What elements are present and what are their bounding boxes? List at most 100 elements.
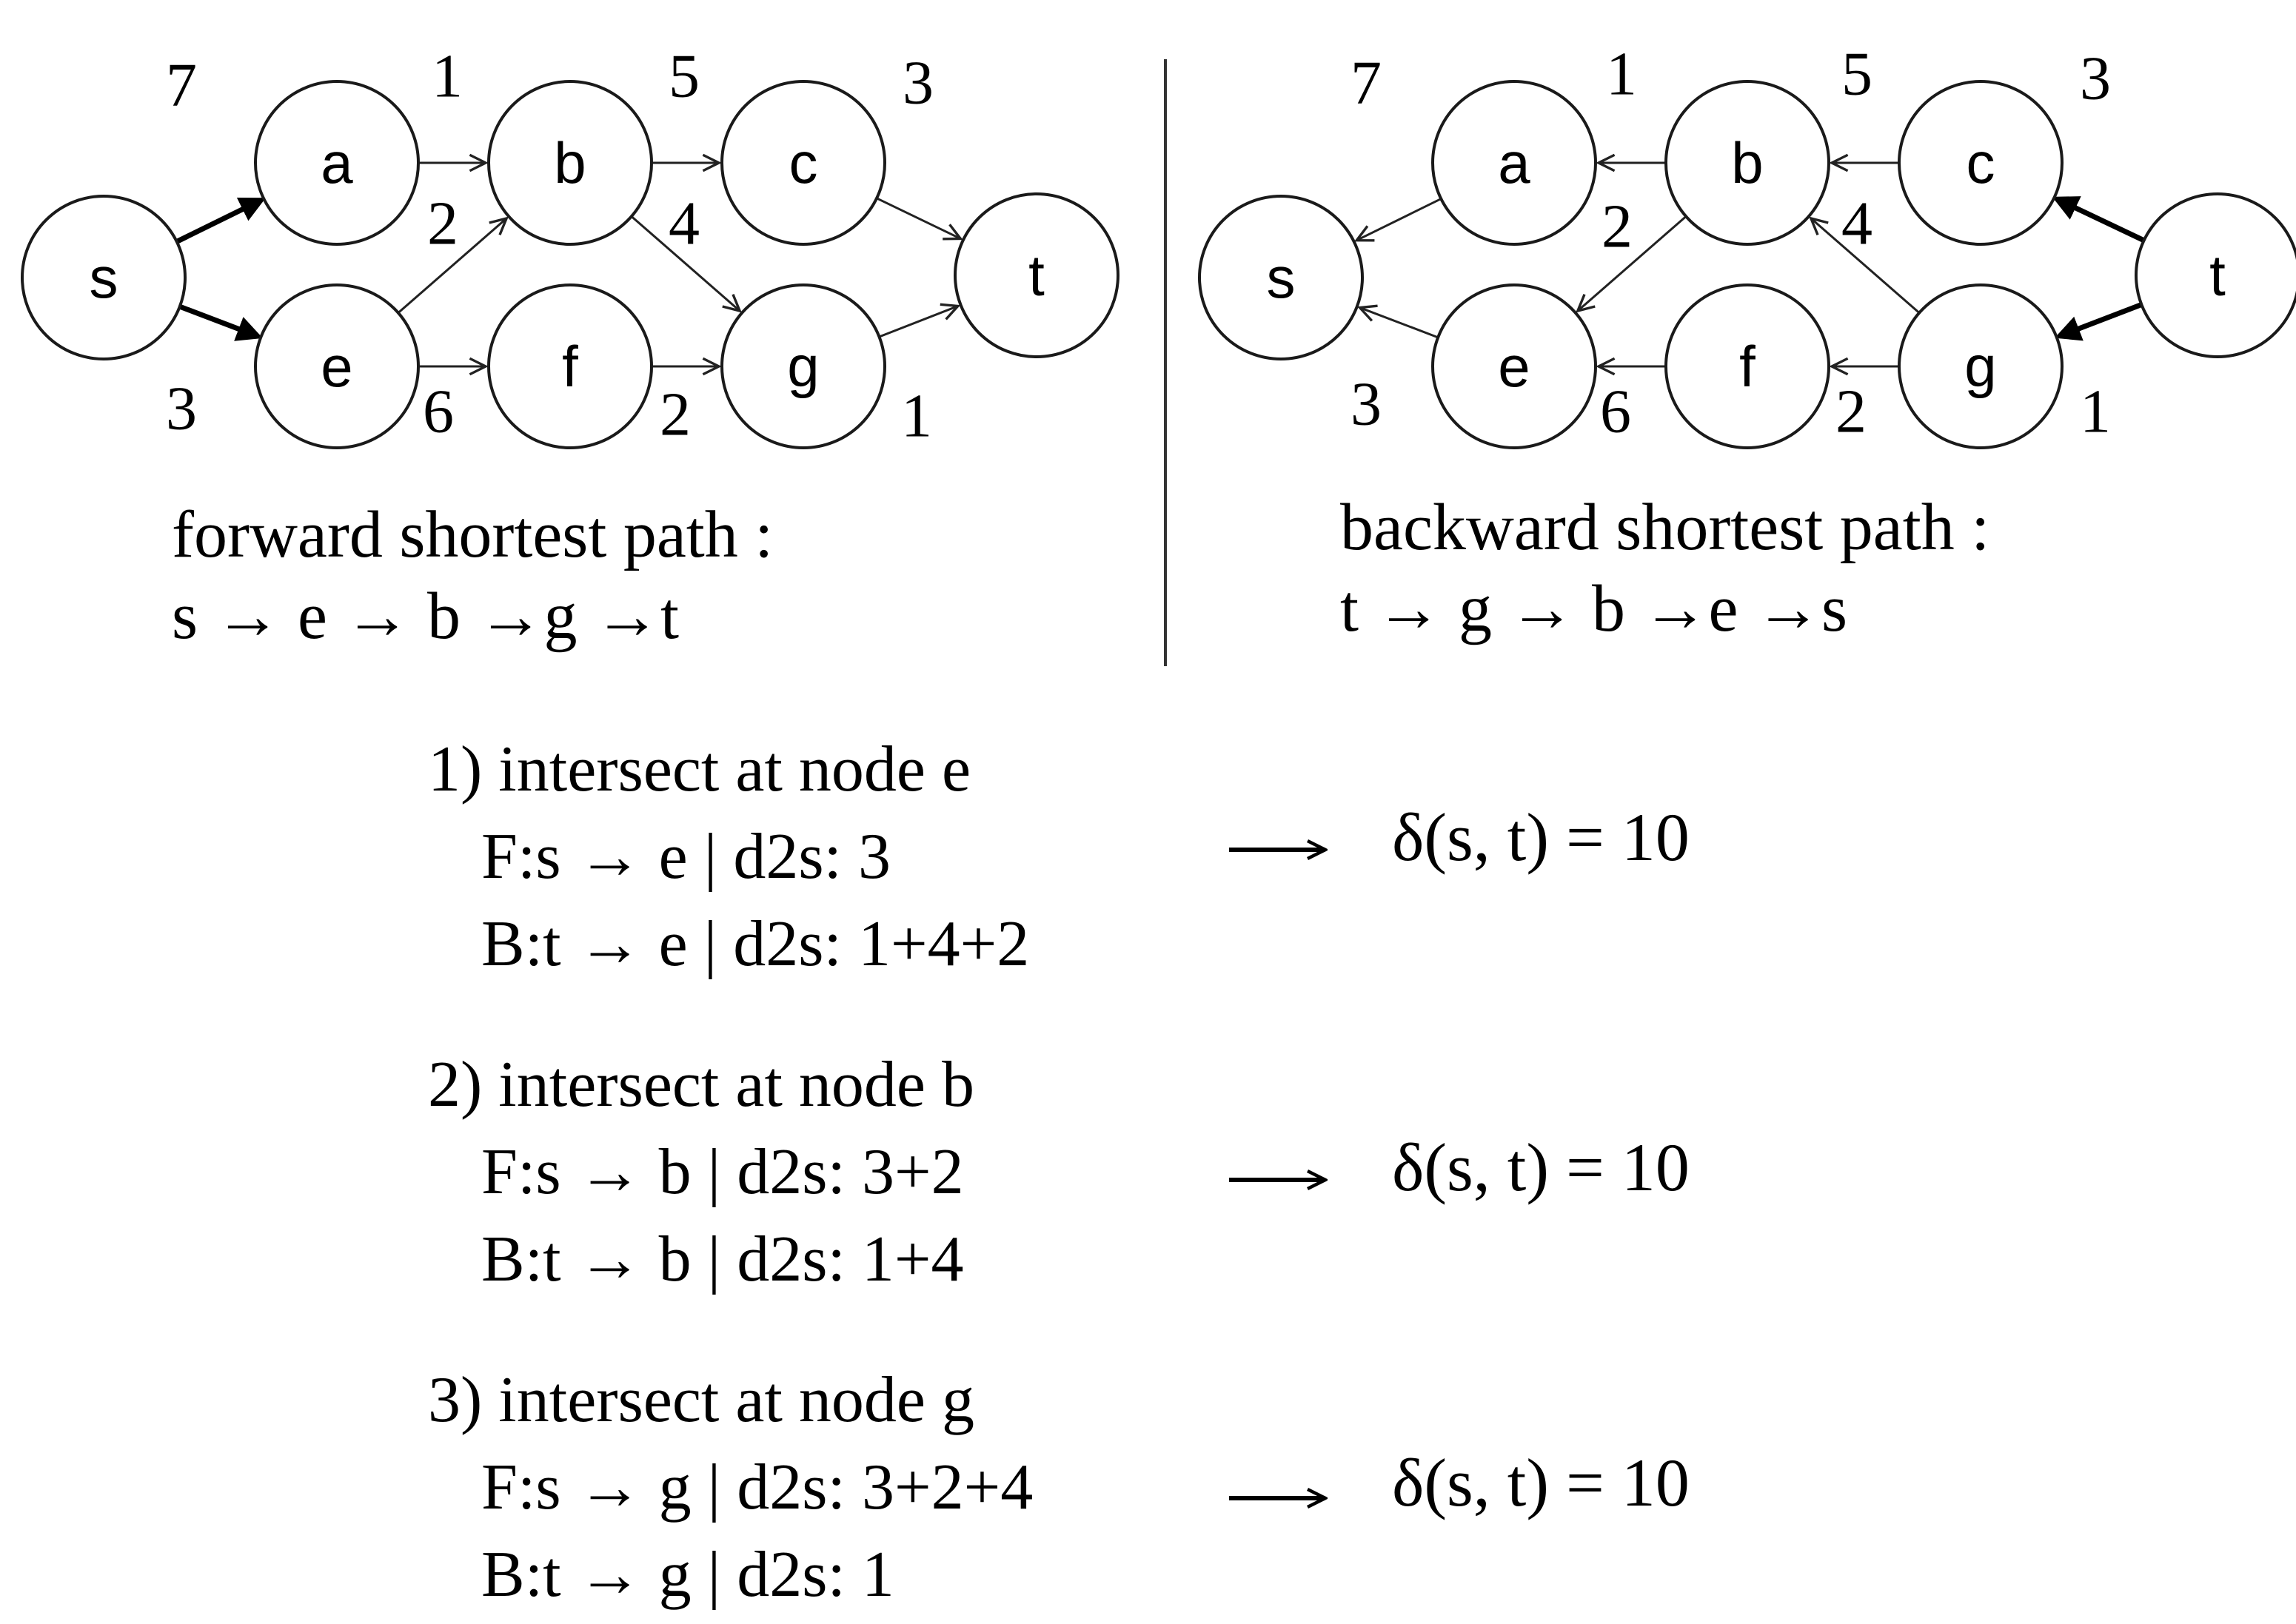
intersection-step-3: 3) intersect at node g F:s → g | d2s: 3+… <box>428 1364 1690 1611</box>
forward-edges <box>175 163 961 366</box>
backward-node-t: t <box>2135 192 2296 358</box>
node-circle <box>1198 195 1364 360</box>
forward-edge-e-b <box>397 218 506 314</box>
forward-node-e: e <box>254 283 420 449</box>
backward-edge-e-s <box>1360 308 1439 339</box>
node-label: e <box>1498 334 1530 399</box>
node-circle <box>21 195 187 360</box>
node-circle <box>254 80 420 246</box>
step-forward-line: F:s → g | d2s: 3+2+4 <box>481 1452 1033 1523</box>
forward-node-f: f <box>487 283 653 449</box>
backward-edge-b-e <box>1578 215 1687 311</box>
backward-weight-t-c: 3 <box>2080 44 2111 113</box>
forward-weight-s-e: 3 <box>166 375 197 443</box>
backward-weight-b-a: 1 <box>1606 40 1637 109</box>
forward-weight-b-g: 4 <box>669 189 700 258</box>
forward-weight-e-b: 2 <box>427 189 458 258</box>
forward-node-g: g <box>720 283 886 449</box>
intersection-step-2: 2) intersect at node b F:s → b | d2s: 3+… <box>428 1049 1690 1295</box>
node-label: g <box>1964 334 1996 399</box>
backward-edges <box>1356 163 2146 366</box>
step-heading: 1) intersect at node e <box>428 734 971 805</box>
forward-edge-g-t <box>878 306 957 338</box>
step-result: δ(s, t) = 10 <box>1392 799 1690 875</box>
intersection-step-1: 1) intersect at node e F:s → e | d2s: 3 … <box>428 734 1690 980</box>
node-label: c <box>789 130 818 195</box>
step-backward-line: B:t → b | d2s: 1+4 <box>481 1224 964 1295</box>
node-label: s <box>90 245 118 310</box>
node-label: b <box>1731 130 1763 195</box>
forward-node-c: c <box>720 80 886 246</box>
node-label: t <box>2209 243 2226 308</box>
backward-node-f: f <box>1664 283 1830 449</box>
node-label: b <box>554 130 586 195</box>
step-result: δ(s, t) = 10 <box>1392 1130 1690 1205</box>
backward-caption-title: backward shortest path : <box>1340 491 1989 564</box>
node-circle <box>954 192 1119 358</box>
node-circle <box>2135 192 2296 358</box>
backward-weight-g-b: 4 <box>1841 189 1872 258</box>
backward-weight-t-g: 1 <box>2080 378 2111 446</box>
step-backward-line: B:t → e | d2s: 1+4+2 <box>481 908 1029 980</box>
backward-edge-t-g <box>2054 302 2143 341</box>
node-label: s <box>1267 245 1296 310</box>
backward-weight-f-e: 6 <box>1600 378 1631 446</box>
backward-edge-g-b <box>1811 218 1921 314</box>
step-heading: 3) intersect at node g <box>428 1364 974 1436</box>
forward-weight-f-g: 2 <box>660 380 691 449</box>
node-label: e <box>321 334 352 399</box>
node-label: a <box>321 130 353 195</box>
backward-edge-a-s <box>1356 198 1442 241</box>
backward-caption-path: t → g → b →e →s <box>1340 572 1847 645</box>
forward-weight-e-f: 6 <box>423 378 454 446</box>
node-circle <box>254 283 420 449</box>
backward-weight-e-s: 3 <box>1351 370 1382 439</box>
forward-weight-c-t: 3 <box>903 49 934 118</box>
backward-weight-a-s: 7 <box>1351 49 1382 118</box>
forward-node-b: b <box>487 80 653 246</box>
forward-edge-s-a <box>175 197 266 244</box>
backward-node-g: g <box>1898 283 2064 449</box>
forward-weight-b-c: 5 <box>669 42 700 111</box>
node-label: a <box>1498 130 1530 195</box>
forward-caption-title: forward shortest path : <box>172 498 773 571</box>
forward-weight-a-b: 1 <box>432 42 463 111</box>
backward-edge-t-c <box>2052 196 2146 243</box>
node-label: f <box>562 334 578 399</box>
node-label: f <box>1739 334 1756 399</box>
node-circle <box>1431 283 1597 449</box>
backward-node-e: e <box>1431 283 1597 449</box>
step-backward-line: B:t → g | d2s: 1 <box>481 1539 894 1611</box>
step-heading: 2) intersect at node b <box>428 1049 974 1121</box>
node-circle <box>1664 283 1830 449</box>
node-circle <box>1664 80 1830 246</box>
forward-weight-g-t: 1 <box>901 382 932 451</box>
forward-edge-s-e <box>178 303 264 341</box>
backward-node-a: a <box>1431 80 1597 246</box>
forward-nodes: s a b c t e f g <box>21 80 1119 449</box>
forward-edge-c-t <box>876 197 960 239</box>
node-circle <box>487 80 653 246</box>
backward-weight-g-f: 2 <box>1835 378 1867 446</box>
step-forward-line: F:s → b | d2s: 3+2 <box>481 1136 964 1208</box>
node-circle <box>1898 80 2064 246</box>
forward-node-a: a <box>254 80 420 246</box>
backward-node-c: c <box>1898 80 2064 246</box>
node-label: g <box>787 334 819 399</box>
forward-node-t: t <box>954 192 1119 358</box>
step-forward-line: F:s → e | d2s: 3 <box>481 821 891 893</box>
backward-weight-c-b: 5 <box>1841 40 1872 109</box>
node-circle <box>1431 80 1597 246</box>
step-result: δ(s, t) = 10 <box>1392 1445 1690 1520</box>
node-circle <box>487 283 653 449</box>
backward-weight-b-e: 2 <box>1601 192 1633 261</box>
forward-edge-b-g <box>630 215 740 311</box>
node-circle <box>720 80 886 246</box>
backward-node-s: s <box>1198 195 1364 360</box>
node-label: t <box>1028 243 1045 308</box>
